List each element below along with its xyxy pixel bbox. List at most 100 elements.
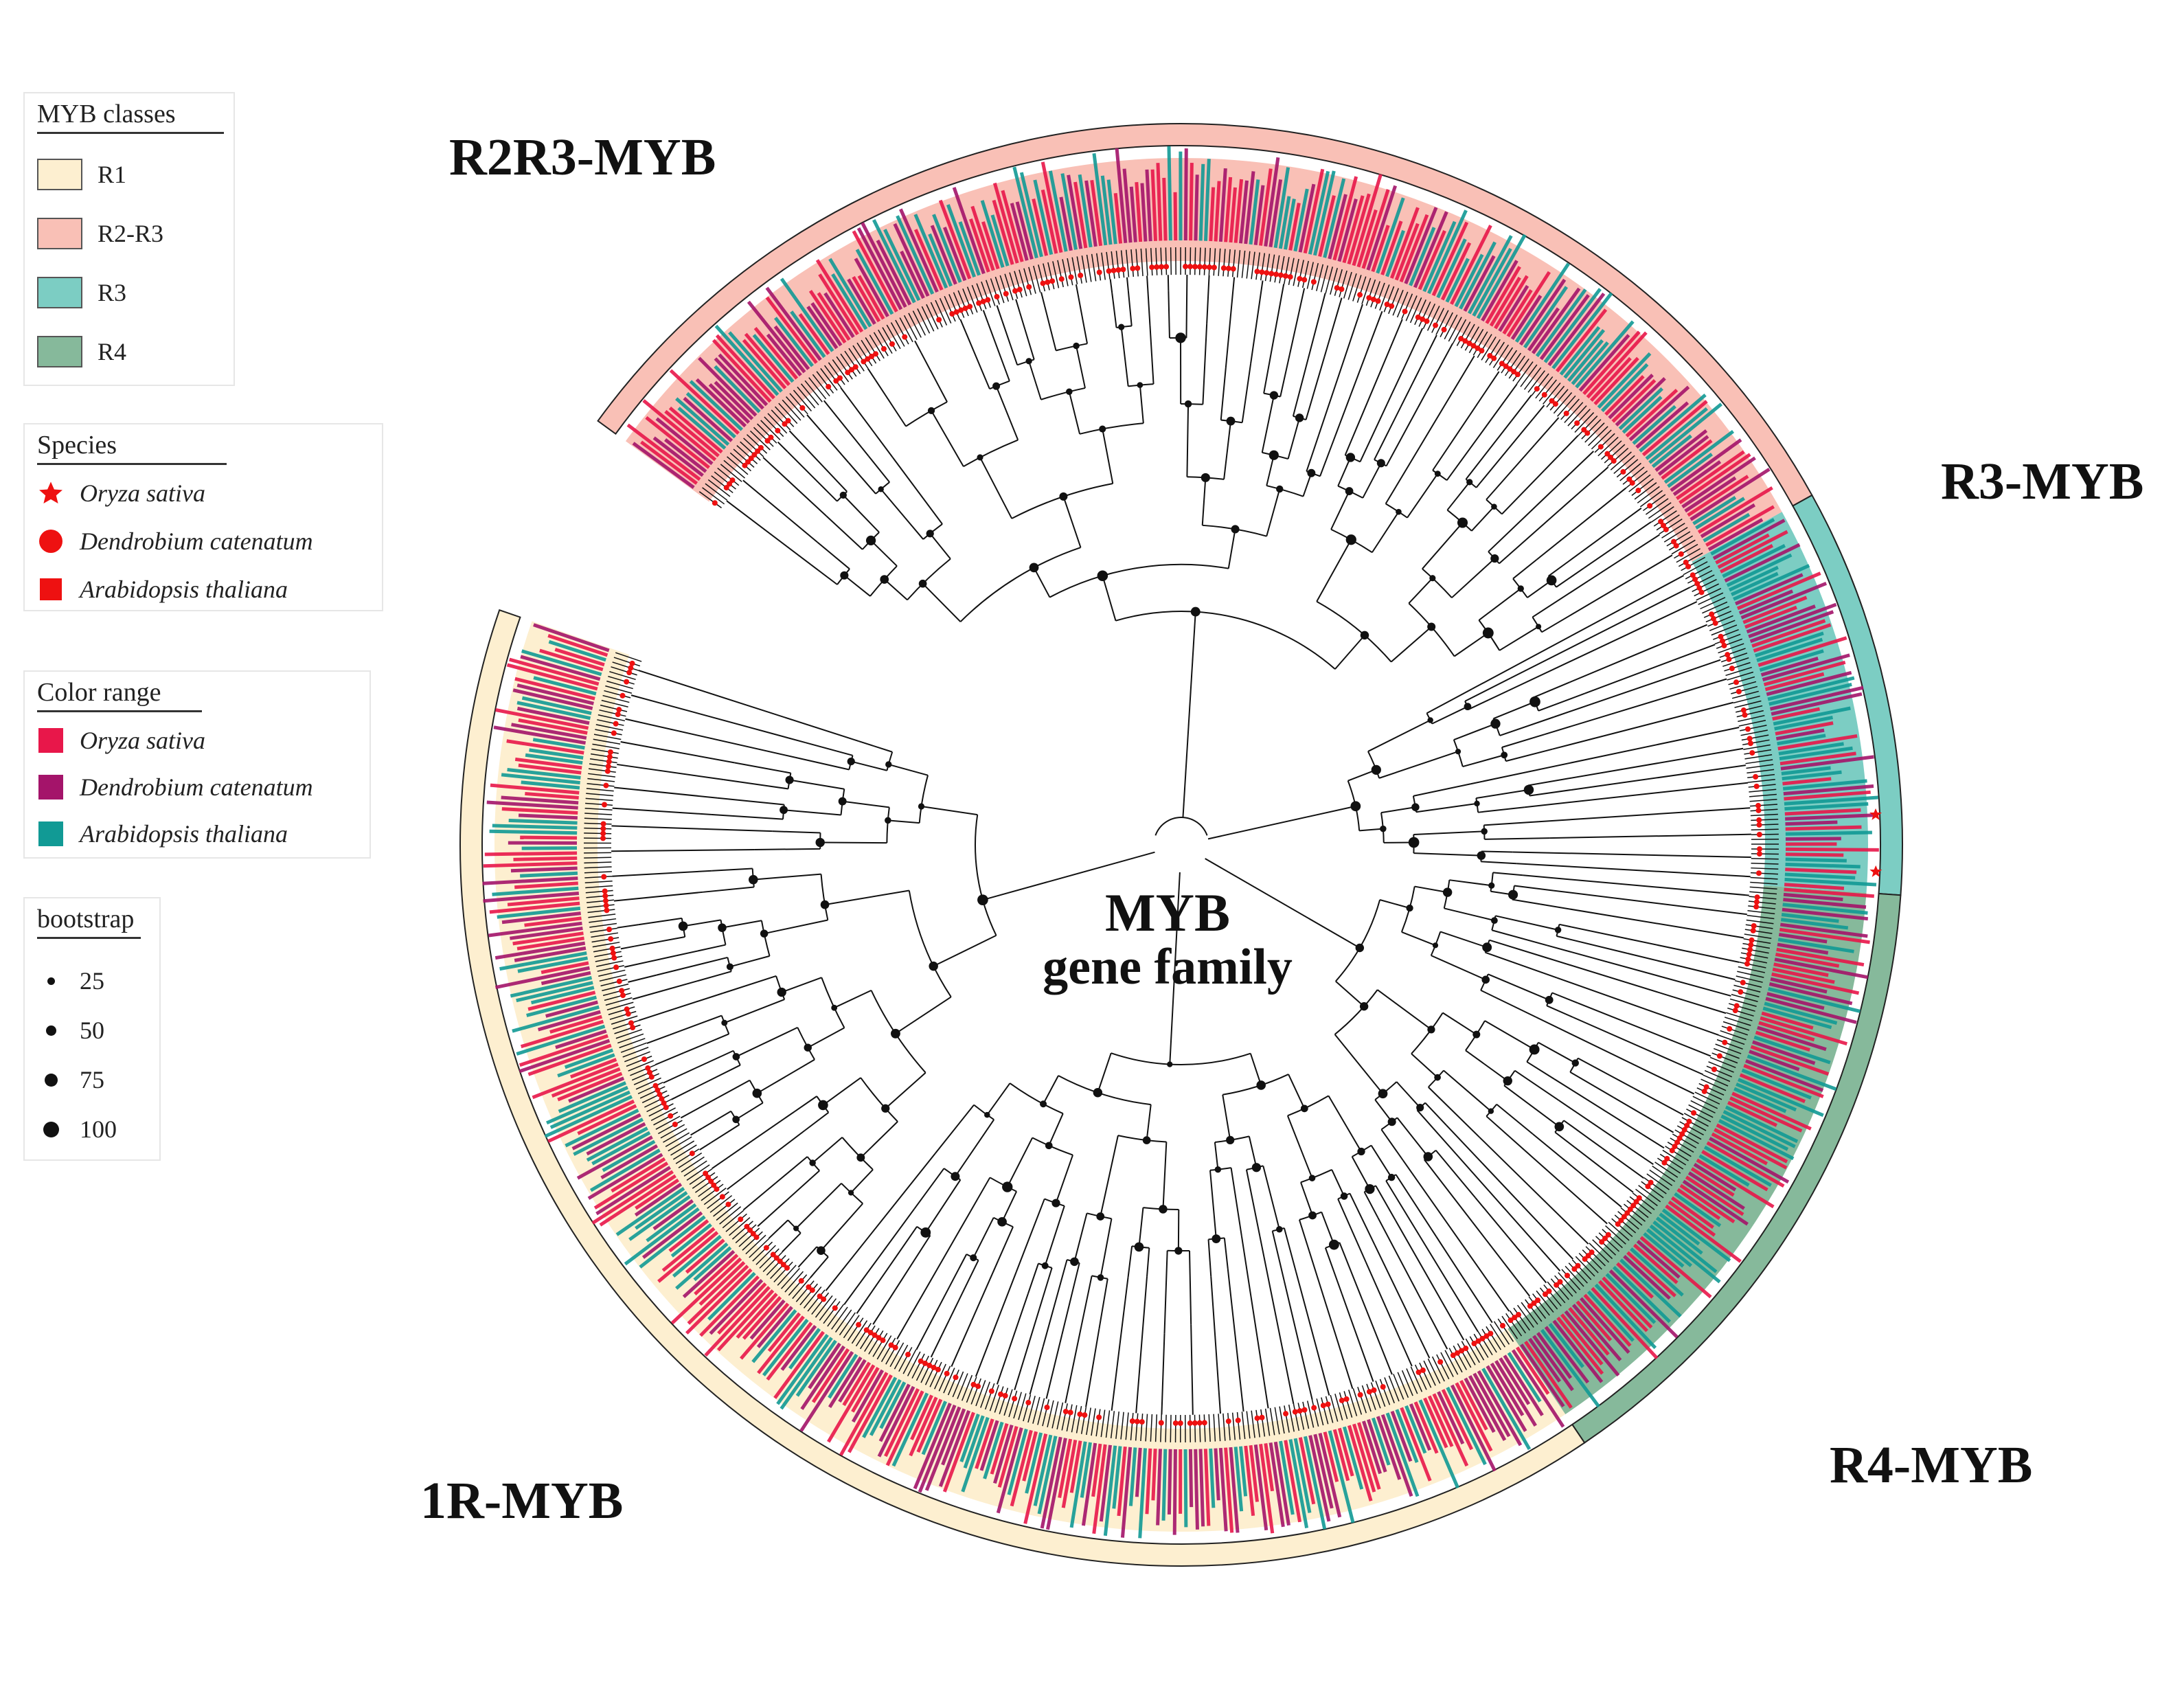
species-marker (809, 1287, 815, 1293)
bootstrap-node (1378, 1089, 1388, 1099)
tip-label-mark (1692, 495, 1737, 525)
branch-arc (1115, 611, 1336, 670)
species-marker (849, 367, 855, 373)
tip-branch (1401, 293, 1413, 319)
tip-label-mark (508, 657, 600, 686)
species-marker (625, 1011, 631, 1017)
tip-label-mark (823, 292, 855, 339)
branch-arc (1300, 1169, 1332, 1183)
branch-segment (1508, 601, 1698, 692)
tip-label-mark (521, 696, 592, 715)
branch-segment (620, 945, 635, 950)
bootstrap-node (732, 1053, 740, 1061)
tip-branch (719, 1206, 742, 1225)
branch-segment (1483, 821, 1539, 826)
tip-label-mark (749, 1299, 786, 1340)
tip-branch (1388, 1375, 1400, 1402)
bootstrap-node (1175, 332, 1186, 343)
bootstrap-node (1212, 1234, 1221, 1243)
branch-segment (1344, 402, 1368, 456)
tip-branch (1733, 984, 1761, 993)
tip-label-mark (1783, 784, 1874, 796)
tip-label-mark (1244, 171, 1255, 245)
branch-segment (1516, 863, 1751, 878)
bootstrap-node (1432, 942, 1439, 949)
tip-label-mark (869, 1379, 902, 1436)
tip-label-mark (514, 881, 578, 889)
tip-branch (630, 1064, 656, 1076)
branch-segment (1477, 806, 1525, 813)
tip-branch (778, 403, 798, 424)
tip-branch (736, 444, 758, 464)
branch-segment (1044, 1205, 1065, 1267)
tip-branch (1679, 1121, 1704, 1136)
branch-segment (1443, 1069, 1492, 1112)
species-marker (856, 1322, 862, 1328)
tip-label-mark (657, 1231, 719, 1283)
species-marker (1685, 563, 1692, 569)
branch-arc (1058, 1075, 1151, 1106)
tip-label-mark (1785, 825, 1862, 831)
tip-branch (1731, 994, 1758, 1002)
tip-label-mark (1007, 1428, 1028, 1495)
class-ring-segment (459, 609, 1586, 1567)
tip-branch (717, 467, 740, 486)
tip-label-mark (716, 1289, 775, 1352)
branch-segment (1300, 1182, 1314, 1216)
species-marker (780, 1262, 786, 1268)
tip-label-mark (1645, 407, 1708, 460)
bootstrap-node (1488, 882, 1495, 889)
tip-branch (1241, 1412, 1246, 1440)
bootstrap-node (1159, 1205, 1168, 1214)
tip-branch (617, 1033, 644, 1044)
tip-label-mark (632, 442, 695, 489)
tip-label-mark (1437, 1391, 1465, 1444)
tip-label-mark (624, 1207, 700, 1266)
branch-segment (1097, 1052, 1112, 1093)
tip-label-mark (489, 901, 580, 914)
tip-branch (1734, 979, 1762, 988)
tip-label-mark (1615, 377, 1666, 427)
legend-myb-classes: MYB classes R1 R2-R3 R3 R4 (23, 92, 235, 386)
tip-branch (1274, 1407, 1280, 1435)
branch-segment (1499, 510, 1560, 565)
tip-branch (1485, 339, 1501, 363)
branch-segment (630, 694, 806, 744)
species-marker (1753, 904, 1760, 910)
branch-segment (1554, 659, 1721, 718)
species-marker (1575, 1262, 1581, 1269)
tip-label-mark (1059, 196, 1073, 251)
species-marker (845, 370, 851, 376)
tip-branch (1643, 1177, 1667, 1194)
tip-branch (1251, 1410, 1255, 1438)
species-marker (1582, 1256, 1588, 1262)
tip-label-mark (1639, 1236, 1712, 1299)
tip-label-mark (577, 1104, 637, 1135)
tip-branch (709, 1194, 733, 1213)
tip-label-mark (600, 1144, 659, 1179)
bootstrap-node (732, 1115, 740, 1124)
tip-label-mark (883, 229, 921, 302)
tip-label-mark (718, 353, 769, 407)
tip-label-mark (506, 663, 598, 691)
tip-branch (1071, 257, 1078, 285)
tip-label-mark (661, 1227, 716, 1272)
tip-branch (591, 748, 619, 754)
branch-segment (1120, 327, 1129, 387)
tip-label-mark (519, 1039, 611, 1074)
tip-branch (1747, 779, 1775, 783)
branch-segment (1245, 1169, 1261, 1237)
tip-branch (1749, 798, 1777, 802)
branch-segment (834, 989, 872, 1009)
species-marker (1259, 1414, 1265, 1420)
tip-branch (1740, 725, 1767, 732)
species-marker (1115, 267, 1122, 273)
tip-branch (1409, 297, 1422, 324)
tip-branch (774, 406, 795, 427)
tip-label-mark (1427, 1395, 1454, 1447)
branch-segment (788, 430, 799, 442)
branch-segment (1359, 828, 1383, 832)
bootstrap-node (678, 921, 688, 931)
species-marker (1163, 264, 1170, 270)
tip-label-mark (1586, 331, 1648, 399)
